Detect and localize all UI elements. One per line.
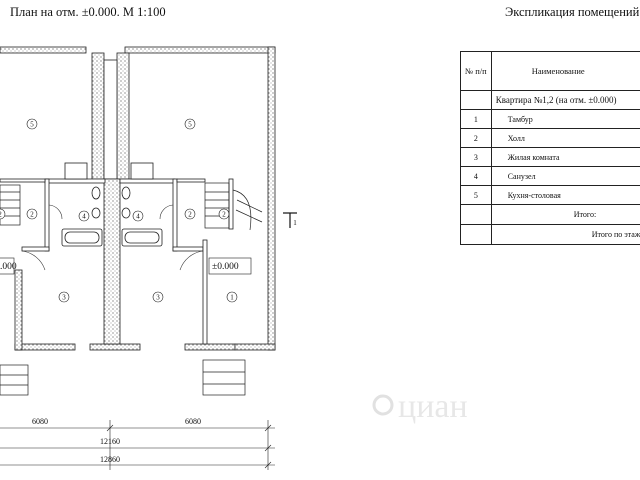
room-number-circle xyxy=(226,291,238,303)
section-mark-label: 1 xyxy=(293,219,297,227)
room-number-circle xyxy=(184,118,196,130)
level-mark: ±0.000 xyxy=(212,262,239,272)
room-number: 2 xyxy=(30,211,34,219)
dimension-label: 6080 xyxy=(185,417,201,426)
room-number: 3 xyxy=(156,294,160,302)
table-row: 4 Санузел xyxy=(460,166,640,186)
room-number-circle xyxy=(152,291,164,303)
room-number-circle xyxy=(78,210,90,222)
section-mark xyxy=(283,212,297,228)
dimension-lines xyxy=(0,420,275,470)
bathtubs xyxy=(61,228,163,247)
room-number-circle xyxy=(26,118,38,130)
room-number-circle xyxy=(218,208,230,220)
door-swings xyxy=(21,204,204,271)
room-number: 3 xyxy=(62,294,66,302)
room-number-circle xyxy=(58,291,70,303)
col-header-name: Наименование xyxy=(490,51,640,91)
total-label: Итого: xyxy=(490,204,640,225)
dimension-label: 12860 xyxy=(100,455,120,464)
col-header-number: № п/п xyxy=(460,51,492,91)
room-number: 2 xyxy=(0,211,2,219)
level-mark: ±0.000 xyxy=(0,262,17,272)
floor-total-label: Итого по этажу: xyxy=(490,224,640,245)
level-mark-box xyxy=(0,257,15,275)
outer-walls xyxy=(0,46,276,351)
room-number: 2 xyxy=(222,211,226,219)
plan-title: План на отм. ±0.000. М 1:100 xyxy=(10,5,166,19)
party-wall xyxy=(91,52,130,345)
room-number-circle xyxy=(0,208,6,220)
room-number: 4 xyxy=(136,213,140,221)
table-title: Экспликация помещений xyxy=(505,5,640,19)
room-number-circle xyxy=(26,208,38,220)
room-number: 4 xyxy=(82,213,86,221)
porch-steps xyxy=(0,359,246,396)
svg-text:циан: циан xyxy=(398,388,468,425)
room-number: 5 xyxy=(188,121,192,129)
apartment-label: Квартира №1,2 (на отм. ±0.000) xyxy=(490,90,640,110)
stair-right xyxy=(204,182,263,231)
explication-table: № п/п Наименование Квартира №1,2 (на отм… xyxy=(460,51,640,245)
watermark: циан xyxy=(372,388,468,425)
dimension-label: 12160 xyxy=(100,437,120,446)
interior-walls xyxy=(0,162,234,345)
level-mark-box xyxy=(208,257,252,275)
room-number-circle xyxy=(132,210,144,222)
room-number-circle xyxy=(184,208,196,220)
sanitary-fixtures xyxy=(91,186,131,219)
table-row: 1 Тамбур xyxy=(460,109,640,129)
table-row: 2 Холл xyxy=(460,128,640,148)
dimension-label: 6080 xyxy=(32,417,48,426)
table-row: 3 Жилая комната xyxy=(460,147,640,167)
room-number: 2 xyxy=(188,211,192,219)
room-number: 5 xyxy=(30,121,34,129)
stair-left xyxy=(0,184,21,226)
room-number: 1 xyxy=(230,294,234,302)
table-row: 5 Кухня-столовая xyxy=(460,185,640,205)
